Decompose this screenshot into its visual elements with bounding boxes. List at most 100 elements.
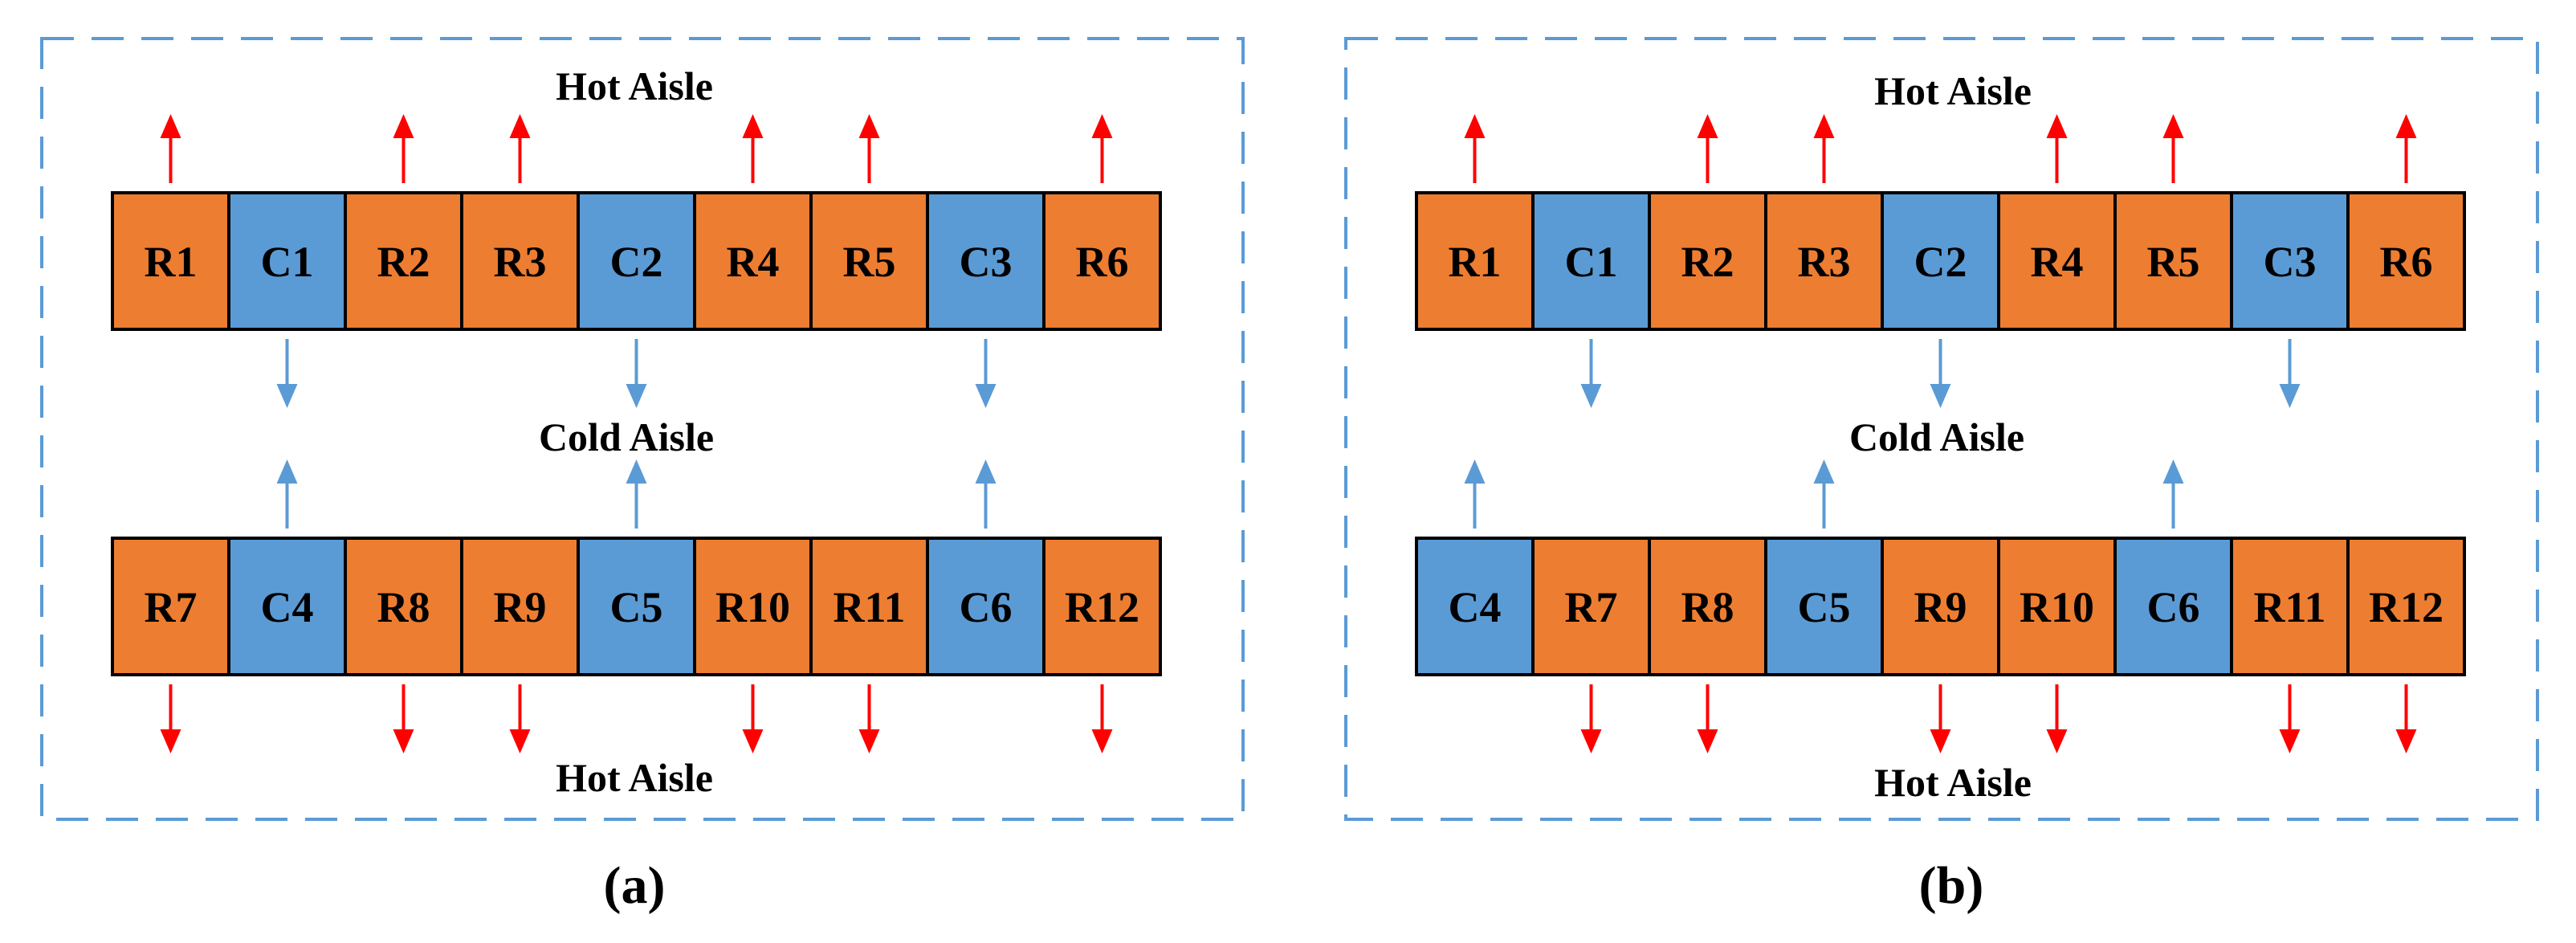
cell-label: R6 xyxy=(1076,238,1129,286)
cooler-c1: C1 xyxy=(1531,191,1651,331)
rack-r7: R7 xyxy=(1531,537,1651,676)
hot-air-arrow-down-icon xyxy=(742,684,764,753)
hot-air-arrow-up-icon xyxy=(509,114,531,183)
cooler-c3: C3 xyxy=(2230,191,2350,331)
top-hot-aisle-label: Hot Aisle xyxy=(1874,68,2032,113)
rack-r4: R4 xyxy=(1997,191,2117,331)
rack-r3: R3 xyxy=(1764,191,1884,331)
rack-r9: R9 xyxy=(1881,537,2000,676)
cell-label: R6 xyxy=(2380,238,2433,286)
cell-label: R3 xyxy=(1798,238,1851,286)
hot-air-arrow-up-icon xyxy=(160,114,181,183)
cell-label: R1 xyxy=(1449,238,1502,286)
cold-air-arrow-up-icon xyxy=(626,459,647,529)
cold-air-arrow-up-icon xyxy=(1464,459,1486,529)
cooler-c5: C5 xyxy=(577,537,696,676)
rack-r12: R12 xyxy=(1042,537,1162,676)
cell-label: R10 xyxy=(715,583,790,631)
rack-r5: R5 xyxy=(2113,191,2233,331)
hot-air-arrow-down-icon xyxy=(2395,684,2417,753)
panel-b-border xyxy=(1344,37,2539,821)
cell-label: R2 xyxy=(1681,238,1734,286)
rack-r9: R9 xyxy=(460,537,580,676)
rack-r11: R11 xyxy=(809,537,929,676)
hot-air-arrow-up-icon xyxy=(1697,114,1718,183)
cell-label: C3 xyxy=(2264,238,2317,286)
panel-b-caption: (b) xyxy=(1919,856,1984,915)
hot-air-arrow-down-icon xyxy=(393,684,414,753)
cell-label: R9 xyxy=(494,583,547,631)
cooler-c4: C4 xyxy=(227,537,347,676)
hot-air-arrow-up-icon xyxy=(1813,114,1835,183)
cell-label: C2 xyxy=(1914,238,1967,286)
hot-air-arrow-up-icon xyxy=(2162,114,2184,183)
cold-aisle-label: Cold Aisle xyxy=(539,414,714,459)
hot-air-arrow-up-icon xyxy=(2046,114,2068,183)
cell-label: R8 xyxy=(1681,583,1734,631)
cell-label: R4 xyxy=(727,238,780,286)
cell-label: R12 xyxy=(2369,583,2444,631)
hot-air-arrow-down-icon xyxy=(858,684,880,753)
cell-label: R2 xyxy=(377,238,430,286)
airflow-arrows xyxy=(1464,114,2417,753)
cell-label: R1 xyxy=(145,238,198,286)
cell-label: C6 xyxy=(960,583,1013,631)
rack-r1: R1 xyxy=(111,191,230,331)
cold-air-arrow-down-icon xyxy=(1580,339,1602,408)
bottom-hot-aisle-label: Hot Aisle xyxy=(556,755,713,800)
cell-label: R11 xyxy=(833,583,905,631)
cell-label: R3 xyxy=(494,238,547,286)
cell-label: R11 xyxy=(2253,583,2325,631)
cell-label: R12 xyxy=(1065,583,1139,631)
cell-label: R4 xyxy=(2031,238,2084,286)
rack-r3: R3 xyxy=(460,191,580,331)
panel-a-border xyxy=(40,37,1245,821)
cell-label: C1 xyxy=(1565,238,1618,286)
airflow-arrows xyxy=(160,114,1113,753)
cell-label: R8 xyxy=(377,583,430,631)
hot-air-arrow-up-icon xyxy=(858,114,880,183)
rack-r2: R2 xyxy=(1648,191,1767,331)
cell-label: R10 xyxy=(2020,583,2094,631)
top-rack-row: R1 C1 R2 R3 C2 R4 R5 C3 R6 xyxy=(1415,191,2466,331)
hot-air-arrow-down-icon xyxy=(1580,684,1602,753)
rack-r6: R6 xyxy=(2346,191,2466,331)
cell-label: C3 xyxy=(960,238,1013,286)
rack-r11: R11 xyxy=(2230,537,2350,676)
cold-air-arrow-down-icon xyxy=(276,339,298,408)
cold-air-arrow-up-icon xyxy=(1813,459,1835,529)
hot-air-arrow-up-icon xyxy=(2395,114,2417,183)
cell-label: C4 xyxy=(1449,583,1502,631)
cold-air-arrow-up-icon xyxy=(276,459,298,529)
cold-air-arrow-up-icon xyxy=(2162,459,2184,529)
rack-r6: R6 xyxy=(1042,191,1162,331)
cell-label: C6 xyxy=(2147,583,2200,631)
rack-r4: R4 xyxy=(693,191,813,331)
cooler-c5: C5 xyxy=(1764,537,1884,676)
rack-r2: R2 xyxy=(344,191,463,331)
cold-air-arrow-down-icon xyxy=(975,339,997,408)
hot-air-arrow-down-icon xyxy=(2279,684,2301,753)
cooler-c4: C4 xyxy=(1415,537,1535,676)
bottom-hot-aisle-label: Hot Aisle xyxy=(1874,760,2032,805)
hot-air-arrow-down-icon xyxy=(1091,684,1113,753)
cooler-c2: C2 xyxy=(1881,191,2000,331)
cold-aisle-label: Cold Aisle xyxy=(1849,414,2024,459)
hot-air-arrow-up-icon xyxy=(1464,114,1486,183)
cooler-c1: C1 xyxy=(227,191,347,331)
cold-air-arrow-down-icon xyxy=(2279,339,2301,408)
cold-air-arrow-down-icon xyxy=(1930,339,1951,408)
hot-air-arrow-down-icon xyxy=(1930,684,1951,753)
cell-label: R5 xyxy=(843,238,896,286)
cell-label: R7 xyxy=(1565,583,1618,631)
cell-label: C5 xyxy=(610,583,663,631)
hot-air-arrow-down-icon xyxy=(1697,684,1718,753)
hot-air-arrow-down-icon xyxy=(160,684,181,753)
hot-air-arrow-down-icon xyxy=(2046,684,2068,753)
cell-label: R5 xyxy=(2147,238,2200,286)
